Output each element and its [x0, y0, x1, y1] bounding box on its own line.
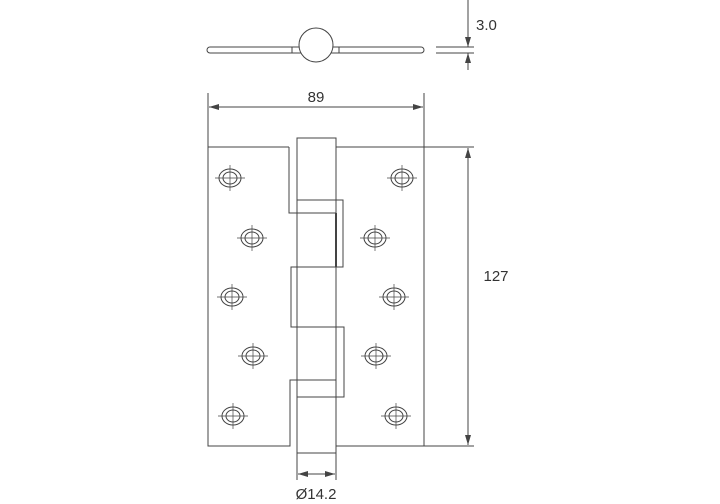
screw-hole	[387, 165, 417, 191]
screw-hole	[360, 225, 390, 251]
screw-hole	[238, 343, 268, 369]
knuckle-barrel	[296, 137, 337, 454]
top-view	[206, 27, 425, 63]
diameter-label: Ø14.2	[296, 486, 337, 503]
thickness-dimension	[436, 0, 474, 70]
height-label: 127	[483, 268, 508, 285]
screw-hole	[215, 165, 245, 191]
screw-hole	[379, 284, 409, 310]
screw-hole	[361, 343, 391, 369]
thickness-label: 3.0	[476, 17, 497, 34]
screw-hole	[237, 225, 267, 251]
diameter-dimension	[296, 453, 337, 480]
left-leaf	[207, 146, 297, 447]
screw-hole	[217, 284, 247, 310]
width-label: 89	[308, 89, 325, 106]
screw-holes	[215, 165, 417, 429]
screw-hole	[218, 403, 248, 429]
right-leaf	[336, 146, 425, 447]
front-view	[207, 137, 474, 454]
width-dimension	[207, 93, 425, 147]
knuckle-profile	[298, 27, 334, 63]
screw-hole	[381, 403, 411, 429]
